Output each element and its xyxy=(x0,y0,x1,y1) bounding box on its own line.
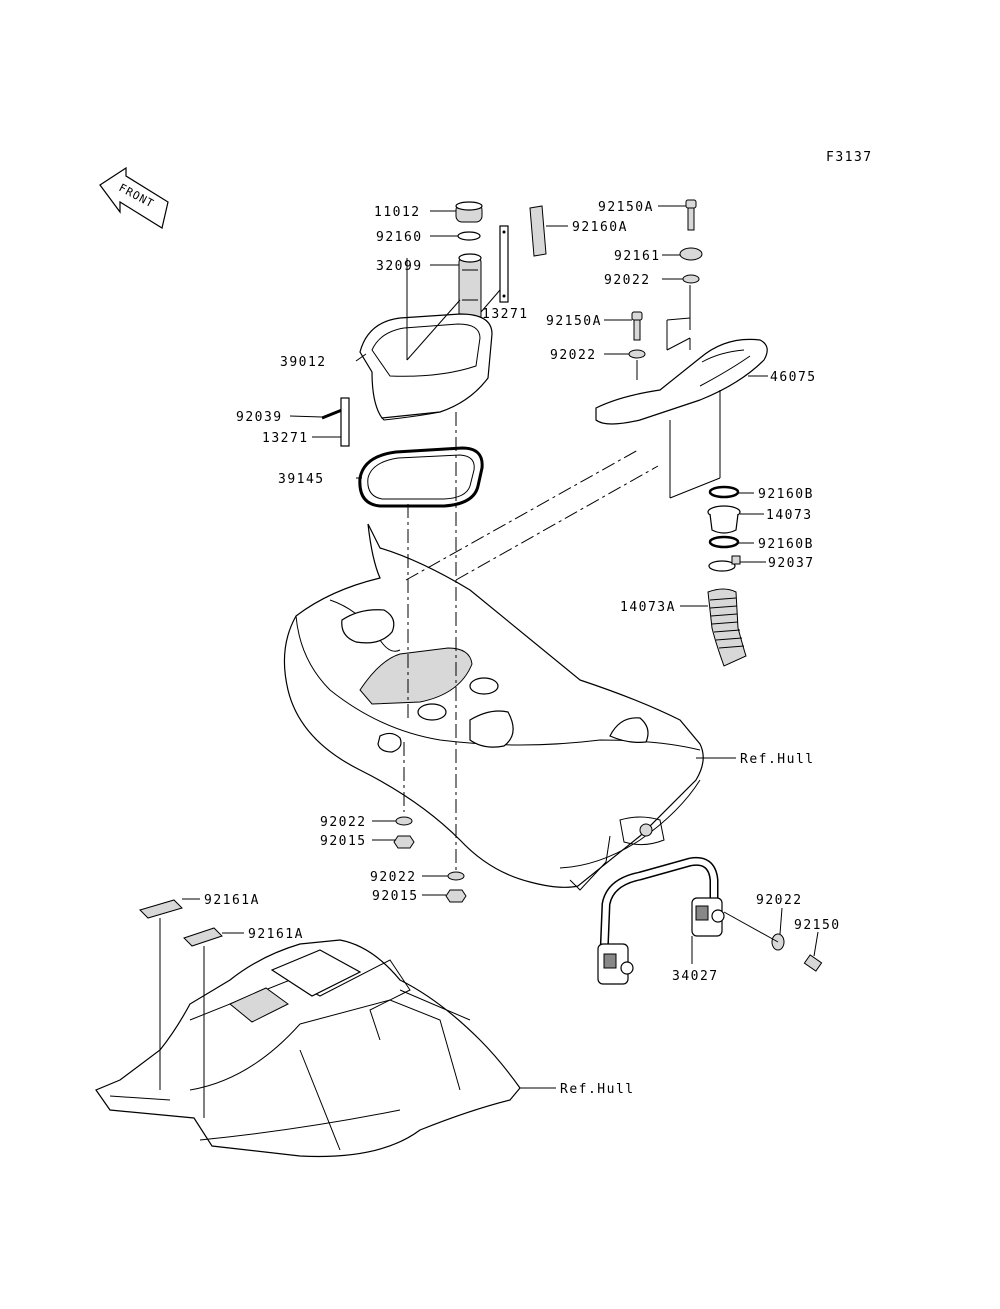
hull-lower xyxy=(95,939,521,1158)
decal-92161A-b xyxy=(183,927,223,947)
callout-92161A-a: 92161A xyxy=(204,893,260,908)
callout-13271-lower: 13271 xyxy=(262,431,309,446)
bolt-92150A-mid xyxy=(631,311,643,341)
callout-11012: 11012 xyxy=(374,205,421,220)
cushion-92161 xyxy=(679,247,703,261)
washer-92022-l1 xyxy=(395,816,413,826)
callout-ref-hull-upper: Ref.Hull xyxy=(740,752,815,767)
tow-handle-34027 xyxy=(597,856,725,985)
front-arrow-icon: FRONT xyxy=(99,166,169,229)
callout-46075: 46075 xyxy=(770,370,817,385)
hose-clamp-92037 xyxy=(708,555,741,572)
callout-39012: 39012 xyxy=(280,355,327,370)
tube-32099 xyxy=(458,253,482,325)
callout-92150A-mid: 92150A xyxy=(546,314,602,329)
strap-13271-lower xyxy=(340,397,350,447)
hull-deck xyxy=(283,523,704,891)
callout-92037: 92037 xyxy=(768,556,815,571)
callout-92150A-top: 92150A xyxy=(598,200,654,215)
figure-code: F3137 xyxy=(826,150,873,165)
washer-92022-top xyxy=(682,274,700,284)
leader-lines xyxy=(182,205,819,1089)
gasket-39145 xyxy=(358,446,484,508)
callout-92150: 92150 xyxy=(794,918,841,933)
callout-92161: 92161 xyxy=(614,249,661,264)
nut-92015-l2 xyxy=(445,889,467,903)
callout-14073: 14073 xyxy=(766,508,813,523)
strap-13271-upper xyxy=(499,225,509,303)
nut-92015-l1 xyxy=(393,835,415,849)
grab-handle-46075 xyxy=(595,338,768,425)
callouts: 11012 92160 32099 13271 39012 92039 1327… xyxy=(204,200,841,1097)
callout-92015-l2: 92015 xyxy=(372,889,419,904)
callout-92015-l1: 92015 xyxy=(320,834,367,849)
callout-39145: 39145 xyxy=(278,472,325,487)
callout-32099: 32099 xyxy=(376,259,423,274)
callout-92022-l2: 92022 xyxy=(370,870,417,885)
callout-92022-top: 92022 xyxy=(604,273,651,288)
washer-92022-mid xyxy=(628,349,646,359)
callout-92022-l1: 92022 xyxy=(320,815,367,830)
clamp-92160B-upper xyxy=(708,485,740,499)
bolt-92150A-top xyxy=(685,199,697,231)
callout-92160B-lower: 92160B xyxy=(758,537,814,552)
pin-92039 xyxy=(321,408,343,420)
callout-92039: 92039 xyxy=(236,410,283,425)
fitting-14073 xyxy=(707,505,741,534)
pad-92160A xyxy=(529,205,547,257)
storage-box-39012 xyxy=(359,313,493,421)
callout-92160B-upper: 92160B xyxy=(758,487,814,502)
callout-92022-r: 92022 xyxy=(756,893,803,908)
hose-14073A xyxy=(707,588,747,667)
bolt-92150 xyxy=(803,954,823,972)
callout-92160A: 92160A xyxy=(572,220,628,235)
callout-13271-upper: 13271 xyxy=(482,307,529,322)
callout-ref-hull-lower: Ref.Hull xyxy=(560,1082,635,1097)
callout-92022-mid: 92022 xyxy=(550,348,597,363)
callout-92160: 92160 xyxy=(376,230,423,245)
washer-92022-l2 xyxy=(447,871,465,881)
decal-92161A-a xyxy=(139,899,183,919)
oring-92160 xyxy=(457,231,481,241)
clamp-92160B-lower xyxy=(708,535,740,549)
callout-92161A-b: 92161A xyxy=(248,927,304,942)
callout-14073A: 14073A xyxy=(620,600,676,615)
cap-11012 xyxy=(455,201,483,223)
callout-34027: 34027 xyxy=(672,969,719,984)
